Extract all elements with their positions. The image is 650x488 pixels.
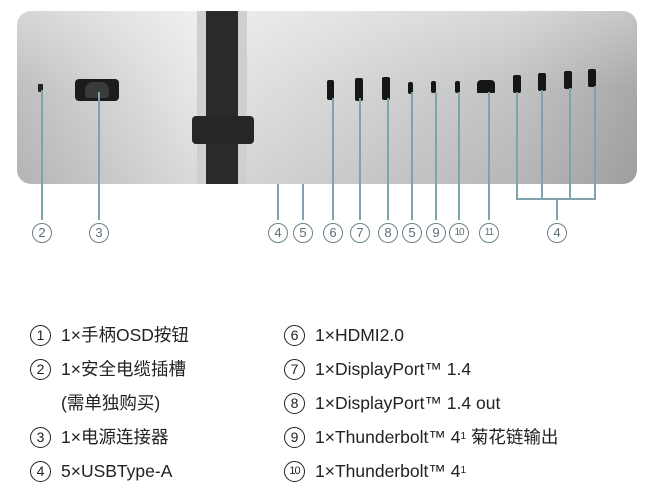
leader-line-usb-3 bbox=[569, 88, 571, 199]
callout-2: 2 bbox=[32, 223, 52, 243]
displayport-in-port bbox=[355, 78, 363, 101]
leader-line-2 bbox=[41, 90, 43, 220]
leader-line-11 bbox=[488, 92, 490, 220]
thunderbolt-in-port bbox=[455, 81, 460, 93]
legend-item-2: 2 1×安全电缆插槽 bbox=[30, 352, 189, 386]
cable-management-clip bbox=[192, 116, 254, 144]
security-lock-slot bbox=[38, 84, 43, 92]
legend-item-6: 6 1×HDMI2.0 bbox=[284, 318, 558, 352]
leader-line-6 bbox=[332, 98, 334, 220]
legend-number: 10 bbox=[284, 460, 305, 482]
callout-9: 9 bbox=[426, 223, 446, 243]
legend-note: (需单独购买) bbox=[61, 393, 161, 413]
power-connector bbox=[75, 79, 119, 101]
usb-c-port bbox=[408, 82, 413, 94]
legend-text: 1×HDMI2.0 bbox=[315, 325, 404, 345]
legend-right: 6 1×HDMI2.0 7 1×DisplayPort™ 1.4 8 1×Dis… bbox=[284, 318, 558, 488]
callout-4b: 4 bbox=[547, 223, 567, 243]
legend-item-3: 3 1×电源连接器 bbox=[30, 420, 189, 454]
usb-a-port-4 bbox=[588, 69, 596, 87]
usb-a-port-2 bbox=[538, 73, 546, 91]
legend-item-4: 4 5×USBType-A bbox=[30, 454, 189, 488]
legend-item-2-note: (需单独购买) bbox=[30, 386, 189, 420]
callout-6: 6 bbox=[323, 223, 343, 243]
legend-item-8: 8 1×DisplayPort™ 1.4 out bbox=[284, 386, 558, 420]
leader-line-usb-4 bbox=[594, 86, 596, 199]
legend-number: 8 bbox=[284, 392, 305, 414]
legend-text: 1×DisplayPort™ 1.4 out bbox=[315, 393, 501, 413]
callout-7: 7 bbox=[350, 223, 370, 243]
usb-a-port-1 bbox=[513, 75, 521, 93]
legend-text: 1×安全电缆插槽 bbox=[61, 359, 186, 379]
callout-4a: 4 bbox=[268, 223, 288, 243]
leader-line-5b bbox=[411, 92, 413, 220]
legend-text: 1×电源连接器 bbox=[61, 427, 169, 447]
legend-text: 1×Thunderbolt™ 4 bbox=[315, 427, 461, 447]
legend-number: 3 bbox=[30, 426, 51, 448]
leader-line-3 bbox=[98, 92, 100, 220]
callout-11: 11 bbox=[479, 223, 499, 243]
leader-line-4a bbox=[277, 184, 279, 220]
leader-line-usb-1 bbox=[516, 92, 518, 199]
leader-line-usb-2 bbox=[541, 90, 543, 199]
legend-number: 1 bbox=[30, 324, 51, 346]
usb-a-port-3 bbox=[564, 71, 572, 89]
monitor-stand bbox=[206, 11, 238, 184]
legend-text: 1×Thunderbolt™ 4 bbox=[315, 461, 461, 481]
legend-superscript: 1 bbox=[460, 431, 467, 442]
leader-line-10 bbox=[458, 92, 460, 220]
legend-left: 1 1×手柄OSD按钮 2 1×安全电缆插槽 (需单独购买) 3 1×电源连接器… bbox=[30, 318, 189, 488]
legend-text: 1×手柄OSD按钮 bbox=[61, 325, 189, 345]
legend-item-7: 7 1×DisplayPort™ 1.4 bbox=[284, 352, 558, 386]
legend-number: 4 bbox=[30, 460, 51, 482]
legend-text: 1×DisplayPort™ 1.4 bbox=[315, 359, 472, 379]
legend-suffix: 菊花链输出 bbox=[466, 427, 559, 447]
leader-line-5a bbox=[302, 184, 304, 220]
hdmi-port bbox=[327, 80, 334, 100]
legend-superscript: 1 bbox=[460, 465, 467, 476]
legend-number: 6 bbox=[284, 324, 305, 346]
leader-line-4b bbox=[556, 198, 558, 220]
ethernet-port bbox=[477, 80, 495, 93]
callout-8: 8 bbox=[378, 223, 398, 243]
legend-number: 7 bbox=[284, 358, 305, 380]
leader-line-8 bbox=[387, 98, 389, 220]
callout-5b: 5 bbox=[402, 223, 422, 243]
legend-item-1: 1 1×手柄OSD按钮 bbox=[30, 318, 189, 352]
callout-3: 3 bbox=[89, 223, 109, 243]
legend-text: 5×USBType-A bbox=[61, 461, 173, 481]
legend-number: 9 bbox=[284, 426, 305, 448]
legend-number: 2 bbox=[30, 358, 51, 380]
leader-line-9 bbox=[435, 92, 437, 220]
thunderbolt-out-port bbox=[431, 81, 436, 93]
callout-5a: 5 bbox=[293, 223, 313, 243]
callout-10: 10 bbox=[449, 223, 469, 243]
leader-line-7 bbox=[359, 98, 361, 220]
displayport-out-port bbox=[382, 77, 390, 100]
